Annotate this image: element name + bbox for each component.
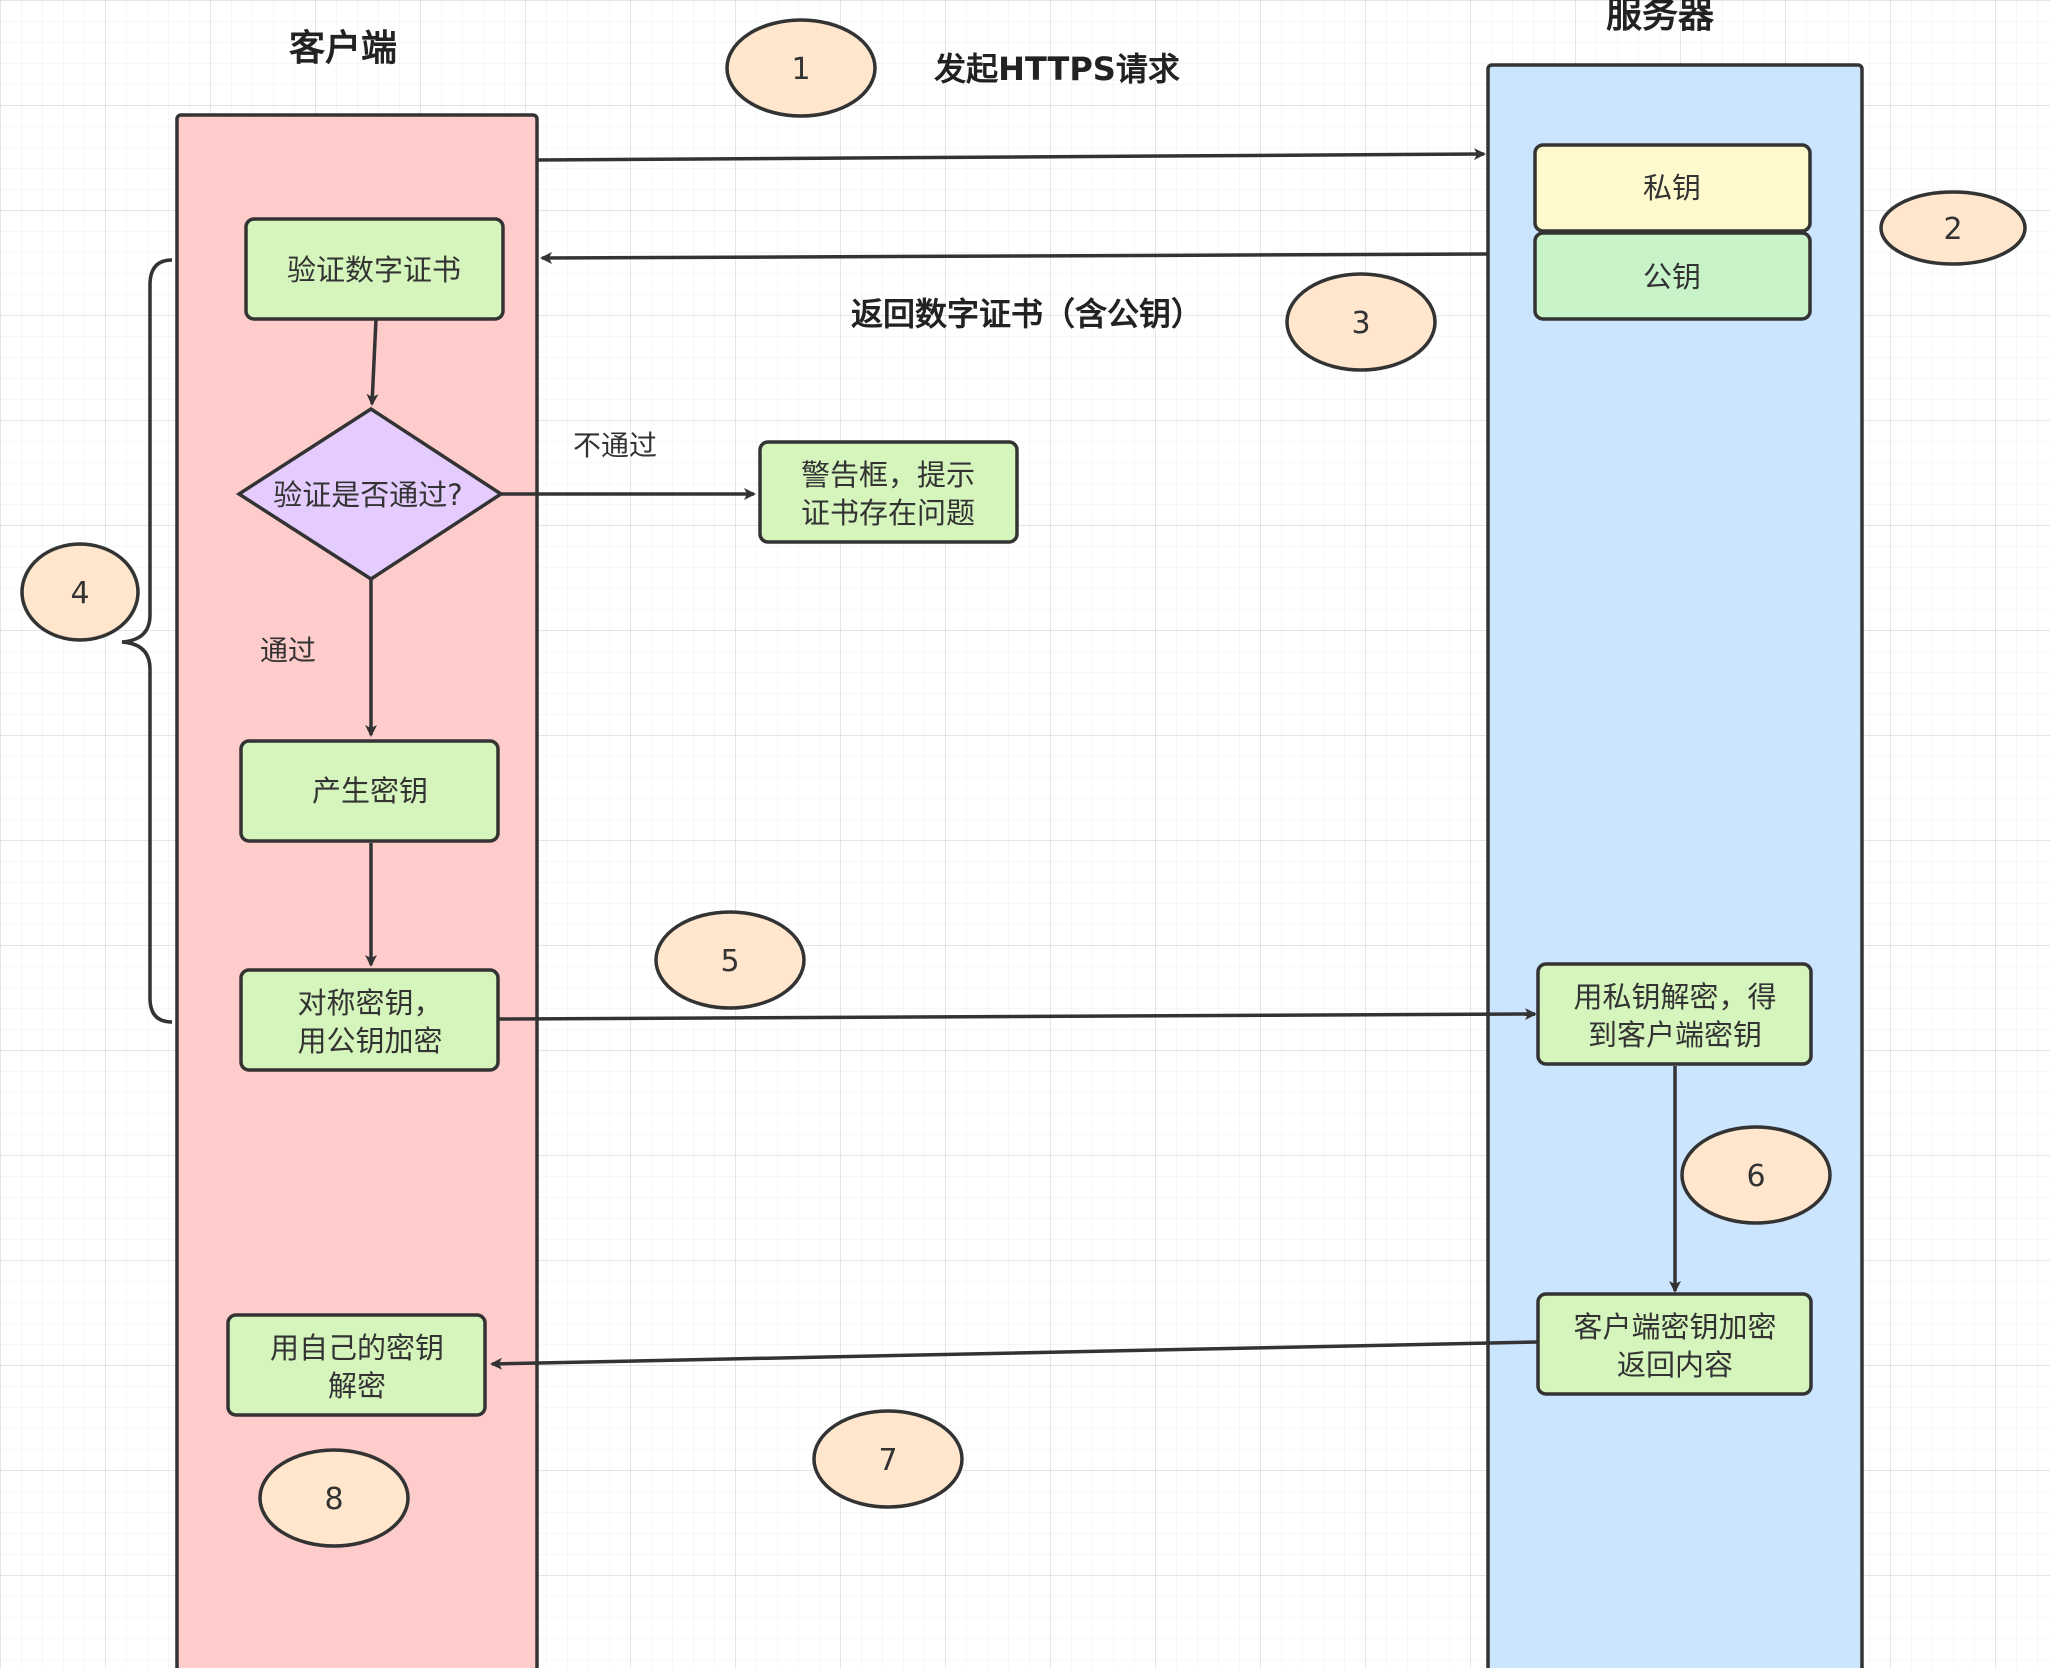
private-key-label: 私钥 bbox=[1643, 171, 1701, 205]
step-badge-1: 1 bbox=[725, 18, 877, 118]
step-badge-6-label: 6 bbox=[1746, 1159, 1765, 1194]
not-passed-label: 不通过 bbox=[573, 429, 657, 462]
step-badge-2-label: 2 bbox=[1943, 212, 1962, 247]
public-key-node bbox=[1533, 231, 1812, 321]
return-cert-label: 返回数字证书（含公钥） bbox=[851, 295, 1203, 333]
server-lane-title: 服务器 bbox=[1606, 0, 1715, 36]
step-badge-1-label: 1 bbox=[791, 52, 810, 87]
verify-cert-node bbox=[244, 217, 505, 321]
warning-text-1: 警告框，提示 bbox=[801, 458, 975, 492]
https-request-label: 发起HTTPS请求 bbox=[934, 50, 1180, 88]
server-encrypt-text-1: 客户端密钥加密 bbox=[1573, 1310, 1776, 1344]
client-decrypt-text-1: 用自己的密钥 bbox=[270, 1331, 444, 1365]
generate-key-node bbox=[239, 739, 500, 843]
warning-node bbox=[758, 440, 1019, 544]
server-lane bbox=[1486, 63, 1864, 1668]
step-badge-3-label: 3 bbox=[1351, 306, 1370, 341]
edge-return-content bbox=[490, 1340, 1539, 1370]
passed-label: 通过 bbox=[260, 634, 316, 667]
edge-https-request bbox=[536, 148, 1486, 162]
server-decrypt-text-2: 到客户端密钥 bbox=[1588, 1018, 1762, 1052]
symmetric-key-node bbox=[239, 968, 500, 1072]
symmetric-key-text-1: 对称密钥， bbox=[297, 986, 442, 1020]
step-badge-3: 3 bbox=[1285, 272, 1437, 372]
step-badge-4: 4 bbox=[20, 542, 140, 642]
generate-key-label: 产生密钥 bbox=[312, 774, 428, 808]
server-encrypt-text-2: 返回内容 bbox=[1617, 1348, 1733, 1382]
step-badge-7: 7 bbox=[812, 1409, 964, 1509]
step-badge-4-label: 4 bbox=[70, 576, 89, 611]
client-decrypt-node bbox=[226, 1313, 487, 1417]
edge-send-encrypted-key bbox=[498, 1008, 1537, 1021]
step-badge-5: 5 bbox=[654, 910, 806, 1010]
step-badge-2: 2 bbox=[1879, 190, 2027, 266]
server-encrypt-node bbox=[1536, 1292, 1813, 1396]
client-lane-title: 客户端 bbox=[289, 28, 397, 69]
step-badge-8: 8 bbox=[258, 1448, 410, 1548]
symmetric-key-text-2: 用公钥加密 bbox=[297, 1024, 442, 1058]
public-key-label: 公钥 bbox=[1643, 260, 1701, 294]
private-key-node bbox=[1533, 143, 1812, 233]
verify-cert-label: 验证数字证书 bbox=[287, 253, 461, 287]
group-brace bbox=[121, 258, 173, 1024]
step-badge-5-label: 5 bbox=[720, 944, 739, 979]
step-badge-6: 6 bbox=[1680, 1125, 1832, 1225]
warning-text-2: 证书存在问题 bbox=[801, 496, 975, 530]
verify-decision-label: 验证是否通过? bbox=[273, 478, 462, 512]
server-decrypt-text-1: 用私钥解密，得 bbox=[1573, 980, 1776, 1014]
edge-verify-to-decision bbox=[366, 318, 379, 406]
edge-return-cert bbox=[540, 251, 1489, 264]
client-decrypt-text-2: 解密 bbox=[328, 1369, 386, 1403]
verify-decision-node bbox=[235, 406, 505, 582]
server-decrypt-node bbox=[1536, 962, 1813, 1066]
step-badge-7-label: 7 bbox=[878, 1443, 897, 1478]
step-badge-8-label: 8 bbox=[324, 1482, 343, 1517]
client-lane bbox=[175, 113, 539, 1668]
